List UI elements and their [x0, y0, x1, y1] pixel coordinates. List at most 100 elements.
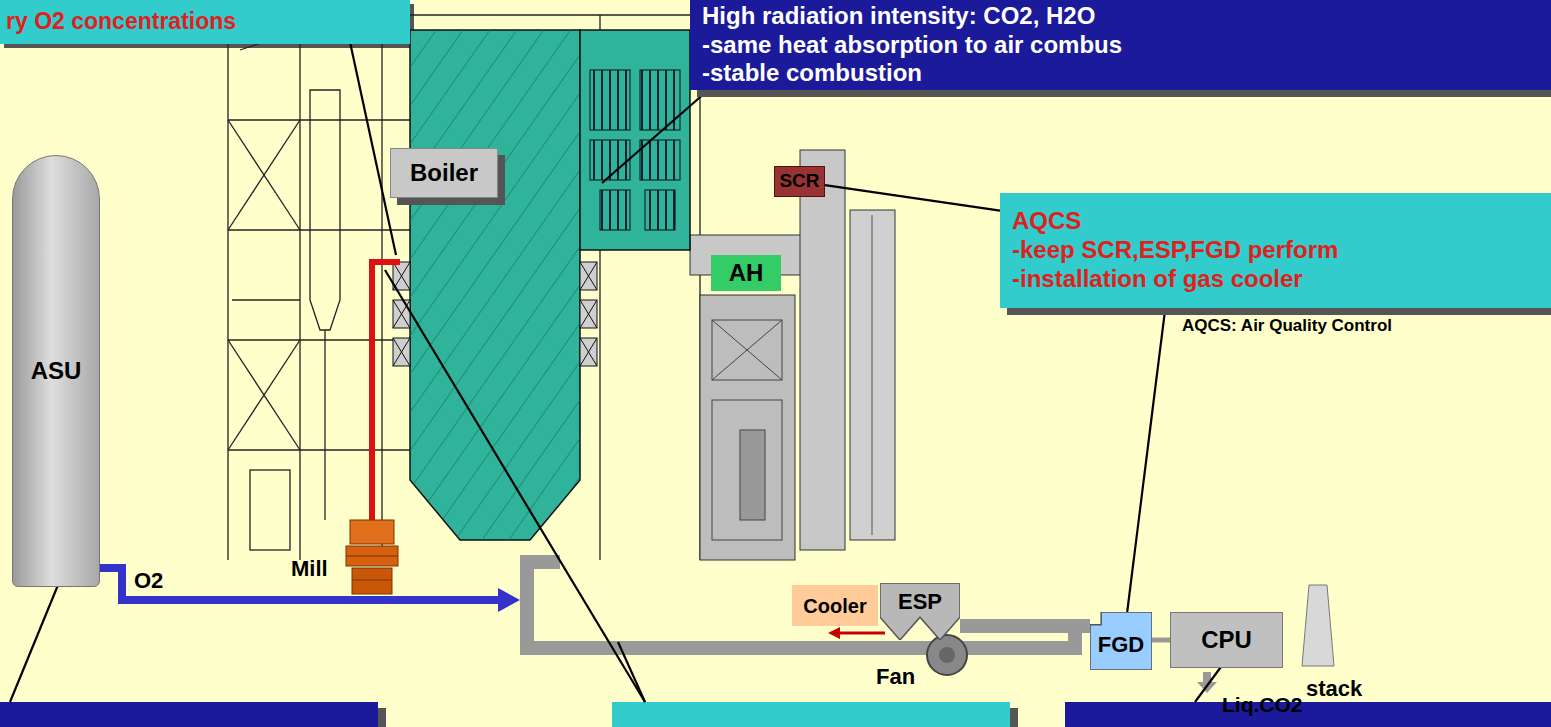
illustration-part [250, 470, 290, 550]
illustration-part [580, 300, 597, 328]
illustration-part [324, 330, 325, 520]
ah-box: AH [711, 255, 781, 291]
illustration-part [800, 150, 845, 550]
illustration-part [580, 262, 597, 290]
illustration-part [1302, 585, 1334, 666]
illustration-part [580, 338, 597, 366]
illustration-part [927, 635, 967, 675]
illustration-part [580, 300, 597, 328]
illustration-part [346, 556, 398, 557]
connector-line [1152, 638, 1170, 643]
illustration-part [346, 546, 398, 566]
illustration-part [712, 320, 782, 380]
label-box: Boiler [390, 148, 498, 198]
esp-unit-outline [880, 583, 960, 640]
node-text: -stable combustion [702, 59, 922, 88]
illustration-part [350, 520, 394, 544]
illustration-part [228, 15, 700, 560]
node-text: -keep SCR,ESP,FGD perform [1012, 236, 1338, 265]
asu-column: ASU [12, 155, 100, 587]
illustration-part [393, 300, 410, 328]
fgd-unit-outline [1090, 612, 1152, 670]
node-text: ESP [898, 589, 942, 615]
illustration-part [299, 20, 300, 560]
illustration-part [228, 340, 300, 450]
illustration-part [228, 449, 410, 450]
illustration-part [310, 90, 340, 330]
illustration-part [498, 588, 520, 612]
illustration-part [228, 340, 300, 450]
illustration-part [352, 568, 392, 594]
illustration-part [1065, 702, 1551, 727]
callout-box: ry O2 concentrations [0, 0, 410, 44]
illustration-part [600, 190, 630, 230]
illustration-part [393, 262, 597, 366]
callout-heading: AQCS [1012, 207, 1081, 236]
illustration-part [393, 338, 410, 366]
illustration-part [0, 702, 378, 727]
node-text: -installation of gas cooler [1012, 265, 1303, 294]
connector [1127, 308, 1165, 612]
node-text: -same heat absorption to air combus [702, 31, 1122, 60]
illustration-part [393, 300, 410, 328]
illustration-part [590, 70, 630, 130]
illustration-part [712, 320, 782, 380]
connector [825, 185, 1000, 210]
node-text: CPU [1201, 626, 1252, 655]
illustration-part [700, 295, 795, 560]
illustration-part [10, 585, 58, 702]
illustration-part [612, 702, 1010, 727]
node-text: High radiation intensity: CO2, H2O [702, 2, 1095, 31]
illustration-part [352, 580, 392, 581]
node-text: ry O2 concentrations [6, 8, 236, 36]
part-label: Liq.CO2 [1222, 692, 1303, 717]
illustration-part [828, 627, 840, 639]
illustration-part [527, 562, 1075, 648]
note-label: AQCS: Air Quality Control [1182, 316, 1392, 336]
illustration-part [410, 30, 580, 540]
illustration-part [228, 229, 410, 230]
illustration-part [618, 642, 645, 702]
illustration-part [228, 120, 300, 230]
connector [960, 626, 1090, 627]
illustration-part [580, 30, 690, 250]
illustration-part [372, 262, 400, 520]
illustration-part [836, 632, 885, 635]
illustration-part [393, 338, 410, 366]
illustration-part [590, 140, 630, 180]
node-text: FGD [1098, 632, 1144, 658]
illustration-part [580, 338, 597, 366]
node-text: Cooler [803, 594, 866, 618]
illustration-part [712, 400, 782, 540]
illustration-part [393, 262, 597, 366]
node-text: AH [729, 259, 764, 288]
part-label: stack [1306, 676, 1362, 702]
part-label: Fan [876, 664, 915, 690]
illustration-part [410, 30, 580, 540]
part-label: Mill [291, 556, 328, 582]
illustration-part [228, 339, 410, 340]
node-text: SCR [779, 170, 819, 193]
connector-line [825, 185, 1000, 210]
illustration-part [228, 119, 410, 120]
illustration-part [393, 300, 410, 328]
illustration-part [740, 430, 765, 520]
illustration-part [227, 40, 228, 560]
cooler-box: Cooler [792, 585, 878, 626]
callout-box: High radiation intensity: CO2, H2O-same … [690, 0, 1551, 90]
illustration-part [645, 190, 675, 230]
esp-unit: ESP [880, 583, 960, 640]
illustration-part [232, 299, 300, 300]
callout-box: AQCS-keep SCR,ESP,FGD perform-installati… [1000, 193, 1551, 308]
scr-box: SCR [774, 166, 825, 197]
node-text: Boiler [410, 159, 478, 188]
illustration-part [381, 15, 382, 560]
connector-line [960, 619, 1090, 633]
illustration-part [712, 320, 782, 380]
illustration-part [640, 140, 680, 180]
illustration-part [580, 262, 597, 290]
illustration-part [580, 262, 597, 290]
part-label: O2 [134, 568, 163, 594]
illustration-part [850, 210, 895, 540]
